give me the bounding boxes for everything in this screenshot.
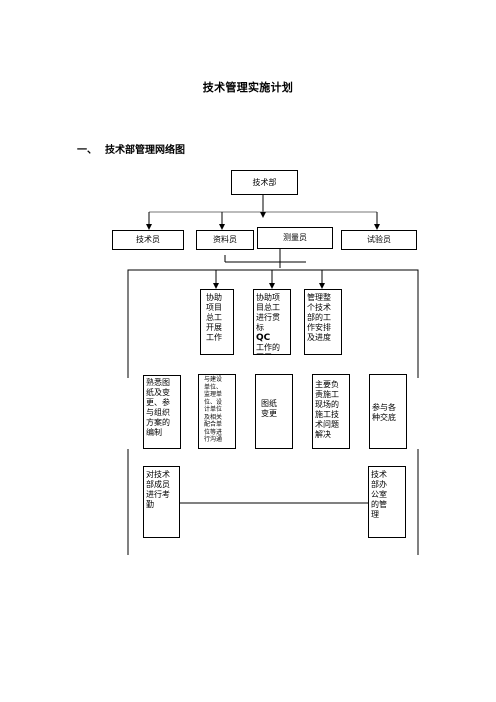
duty-box-manage-schedule: 管理整 个技术 部的工 作安排 及进度 <box>304 289 342 355</box>
duty-box-assist-standard-qc: 协助项 目总工 进行贯 标QC 工作的 开展 <box>253 289 291 355</box>
qc-tag: QC <box>256 333 271 343</box>
org-box-tech-dept: 技术部 <box>231 170 298 195</box>
duty-box-assist-chief-engineer: 协助 项目 总工 开展 工作 <box>200 289 234 355</box>
org-box-surveyor: 测量员 <box>257 227 333 249</box>
org-box-tester: 试验员 <box>341 230 417 250</box>
duty-box-site-technical: 主要负 责施工 现场的 施工技 术问题 解决 <box>312 374 350 449</box>
duty-box-drawing-changes: 图纸 变更 <box>255 374 293 449</box>
duty-box-attendance: 对技术 部成员 进行考 勤 <box>143 466 180 538</box>
duty-box-coordination: 与建设 单位、 监理单 位、设 计单位 及相关 配合单 位等进 行沟通 <box>198 374 236 449</box>
duty-box-office-management: 技术 部办 公室 的管 理 <box>368 466 406 538</box>
section-heading: 一、技术部管理网络图 <box>77 141 185 156</box>
org-box-technician: 技术员 <box>112 230 184 250</box>
duty-box-briefings: 参与各 种交底 <box>369 374 407 449</box>
duty-box-drawings-plans: 熟悉图 纸及变 更、参 与组织 方案的 编制 <box>143 375 181 449</box>
document-title: 技术管理实施计划 <box>202 81 294 94</box>
section-number: 一、 <box>77 145 97 156</box>
org-box-archivist: 资料员 <box>196 230 254 250</box>
section-label: 技术部管理网络图 <box>105 145 185 156</box>
